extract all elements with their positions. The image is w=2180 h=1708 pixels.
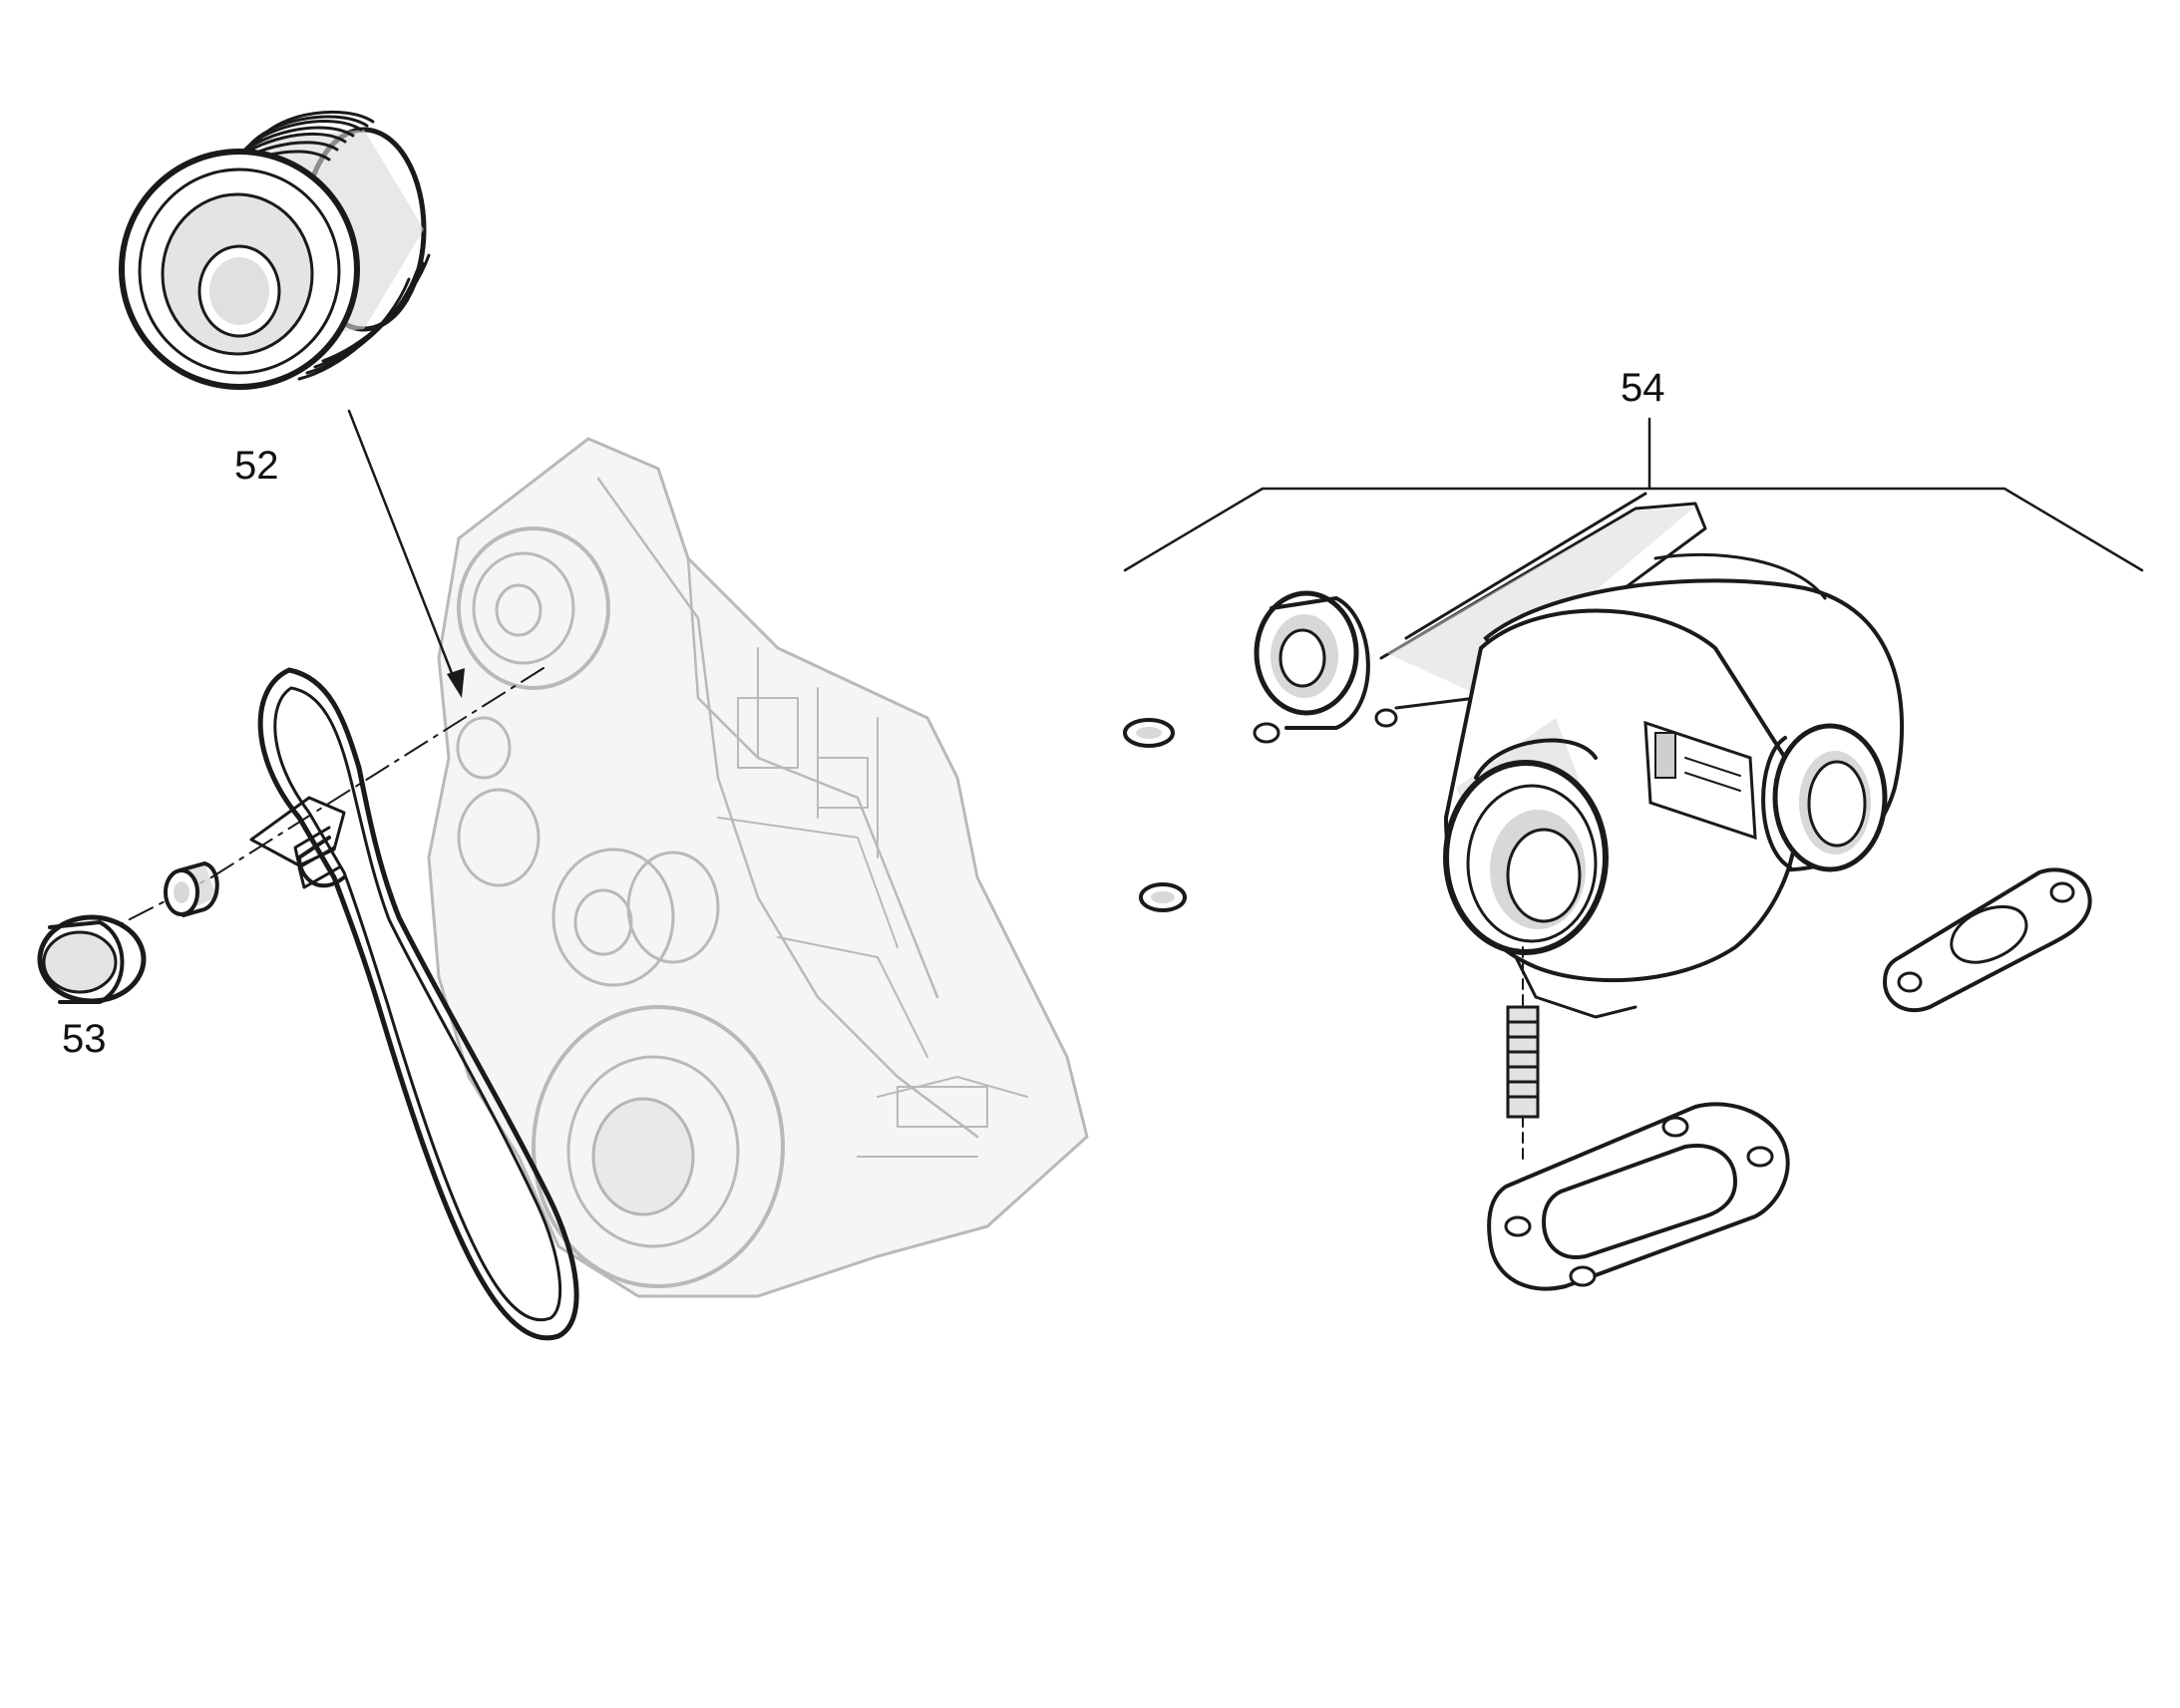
group-bracket-54: [1123, 417, 2144, 572]
stud-part: [1506, 946, 1540, 1163]
outlet-gasket: [1882, 867, 2092, 1013]
turbine-gasket: [1487, 1102, 1790, 1291]
o-ring-lower: [1139, 882, 1187, 912]
serpentine-belt: [257, 667, 579, 1341]
engine-block-background: [427, 437, 1089, 1298]
idler-roller-part: [37, 861, 219, 1004]
callout-54: 54: [1621, 366, 1665, 410]
belt-pulley-part: [119, 110, 431, 390]
assembly-axis-line: [94, 667, 545, 938]
leader-line-52: [347, 409, 465, 698]
oil-pipe-part: [1253, 492, 1707, 744]
callout-52: 52: [234, 444, 279, 488]
o-ring-upper: [1123, 718, 1175, 748]
turbocharger-part: [1443, 552, 1905, 1019]
callout-53: 53: [62, 1017, 107, 1061]
tensioner-bracket: [249, 796, 346, 867]
